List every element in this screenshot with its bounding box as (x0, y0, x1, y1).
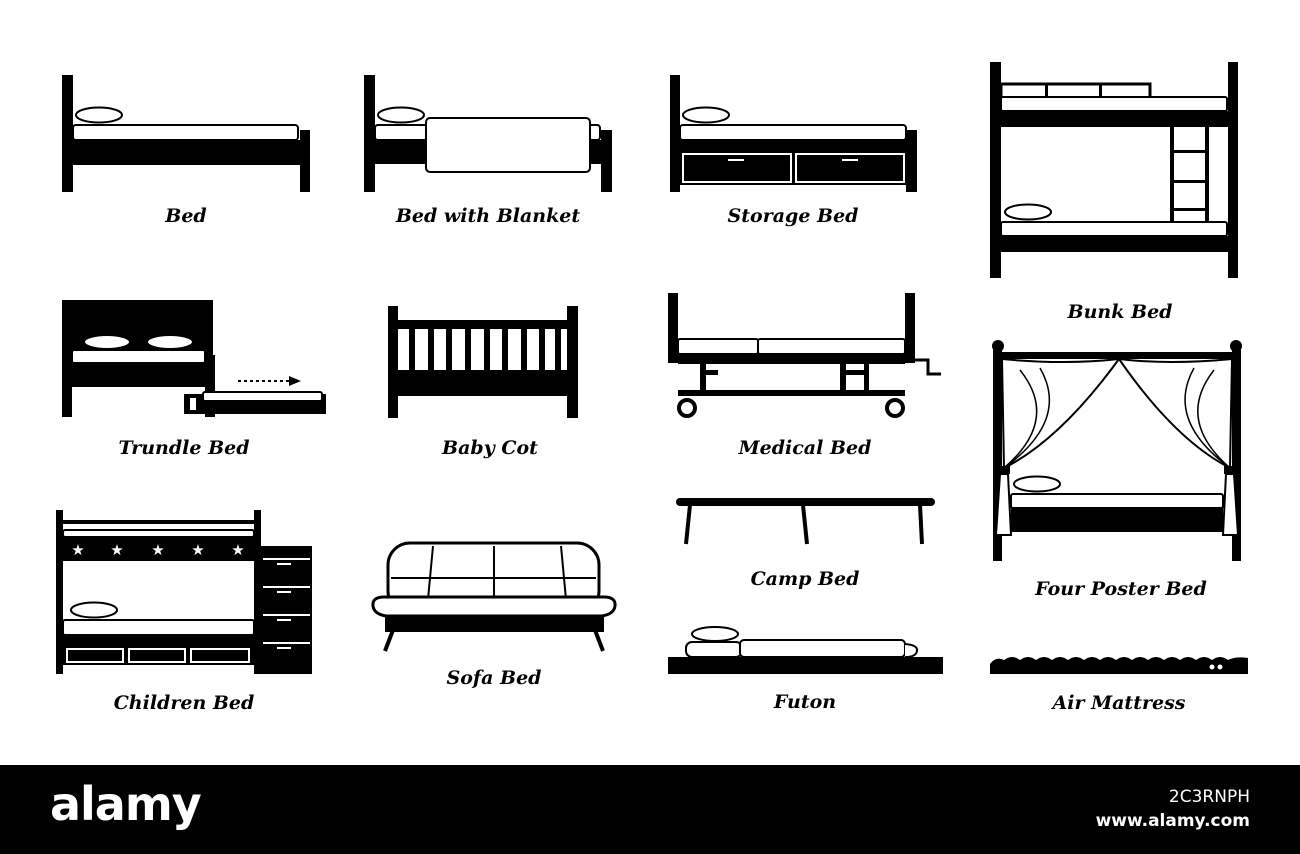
bed-icon (62, 75, 310, 192)
svg-text:★: ★ (231, 541, 244, 559)
four-poster-bed-icon (992, 340, 1242, 561)
bed-types-illustration: ★ ★ ★ ★ ★ (56, 62, 1248, 674)
watermark-footer: alamy 2C3RNPH www.alamy.com (0, 765, 1300, 854)
label-air-mattress: Air Mattress (1052, 692, 1186, 714)
label-children-bed: Children Bed (113, 692, 255, 714)
bed-with-blanket-icon (364, 75, 612, 192)
label-trundle-bed: Trundle Bed (118, 437, 250, 459)
label-bunk-bed: Bunk Bed (1067, 301, 1173, 323)
label-camp-bed: Camp Bed (750, 568, 860, 590)
trundle-bed-icon (62, 300, 326, 417)
air-mattress-icon (990, 657, 1248, 674)
label-bed: Bed (165, 205, 207, 227)
site-url: www.alamy.com (1095, 811, 1250, 831)
image-id: 2C3RNPH (1168, 787, 1250, 807)
baby-cot-icon (388, 306, 578, 418)
bunk-bed-icon (990, 62, 1238, 278)
label-bed-with-blanket: Bed with Blanket (395, 205, 581, 227)
label-storage-bed: Storage Bed (727, 205, 859, 227)
storage-bed-icon (670, 75, 917, 192)
label-futon: Futon (773, 691, 837, 713)
medical-bed-icon (668, 293, 941, 418)
svg-text:★: ★ (110, 541, 123, 559)
children-bed-icon: ★ ★ ★ ★ ★ (56, 510, 312, 674)
svg-text:★: ★ (151, 541, 164, 559)
label-baby-cot: Baby Cot (442, 437, 538, 459)
brand-logo: alamy (50, 777, 202, 831)
futon-icon (668, 626, 943, 674)
label-four-poster-bed: Four Poster Bed (1035, 578, 1207, 600)
label-sofa-bed: Sofa Bed (446, 667, 542, 689)
label-medical-bed: Medical Bed (738, 437, 872, 459)
sofa-bed-icon (371, 541, 617, 652)
svg-text:★: ★ (191, 541, 204, 559)
svg-text:★: ★ (71, 541, 84, 559)
camp-bed-icon (676, 498, 935, 545)
